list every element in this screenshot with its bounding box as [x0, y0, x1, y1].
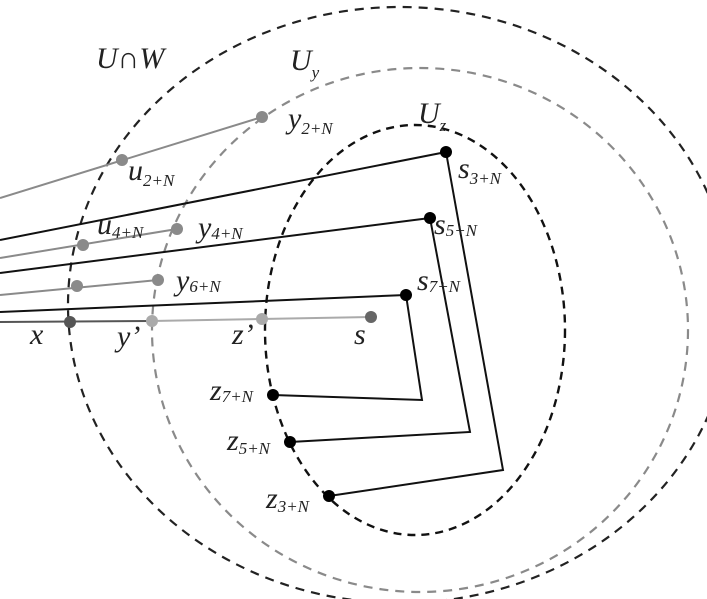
label-z5: z5+N — [226, 424, 272, 458]
label-u-z: Uz — [418, 97, 447, 135]
label-u-y: Uy — [290, 44, 320, 82]
point-u4 — [77, 239, 89, 251]
point-y4 — [171, 223, 183, 235]
point-z5 — [284, 436, 296, 448]
region-union — [66, 5, 707, 599]
point-z7 — [267, 389, 279, 401]
point-y6 — [152, 274, 164, 286]
label-z7: z7+N — [209, 374, 255, 407]
label-s: s — [354, 318, 366, 351]
point-s — [365, 311, 377, 323]
label-y6: y6+N — [173, 264, 222, 297]
label-s7: s7+N — [417, 264, 462, 297]
label-u2: u2+N — [128, 154, 176, 190]
label-zp: z’ — [231, 318, 254, 351]
point-x — [64, 316, 76, 328]
point-u6 — [71, 280, 83, 292]
point-s7 — [400, 289, 412, 301]
label-u4: u4+N — [97, 208, 145, 242]
point-zp — [256, 313, 268, 325]
path-s3-z3 — [328, 151, 505, 497]
region-u-y — [150, 66, 690, 594]
line-s5 — [0, 217, 431, 274]
point-s5 — [424, 212, 436, 224]
label-y2: y2+N — [285, 102, 334, 138]
region-u-z — [263, 123, 567, 537]
path-s7-z7 — [272, 294, 424, 402]
line-s7 — [0, 294, 407, 313]
path-s5-z5 — [289, 217, 472, 443]
line-s3 — [0, 151, 447, 241]
label-s3: s3+N — [458, 152, 503, 188]
label-yp: y’ — [114, 320, 140, 353]
point-s3 — [440, 146, 452, 158]
label-x: x — [29, 318, 44, 351]
point-u2 — [116, 154, 128, 166]
label-y4: y4+N — [195, 211, 244, 244]
label-union: U∩W — [96, 42, 167, 75]
line-y2 — [0, 116, 263, 199]
label-s5: s5+N — [434, 208, 479, 241]
label-z3: z3+N — [265, 482, 311, 516]
point-yp — [146, 315, 158, 327]
point-z3 — [323, 490, 335, 502]
point-y2 — [256, 111, 268, 123]
line-x-yp — [0, 320, 153, 323]
